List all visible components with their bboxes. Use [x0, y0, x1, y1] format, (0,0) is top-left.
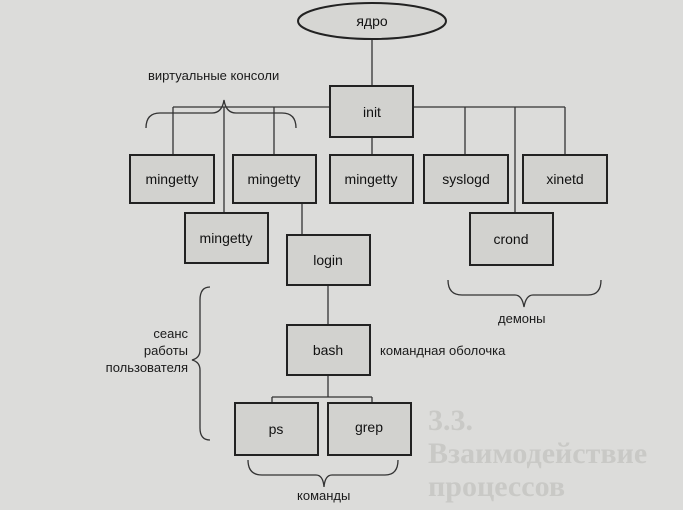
session-brace	[191, 286, 211, 441]
node-label: ps	[269, 421, 284, 437]
login-node: login	[286, 234, 371, 286]
session-label-line: сеанс	[153, 326, 188, 341]
init-label: init	[363, 104, 381, 120]
mingetty-node-3: mingetty	[329, 154, 414, 204]
virtual-consoles-brace	[145, 99, 297, 129]
syslogd-node: syslogd	[423, 154, 509, 204]
crond-node: crond	[469, 212, 554, 266]
xinetd-node: xinetd	[522, 154, 608, 204]
kernel-label: ядро	[356, 13, 388, 29]
commands-brace	[247, 459, 399, 488]
node-label: syslogd	[442, 171, 489, 187]
init-node: init	[329, 85, 414, 138]
mingetty-node-2: mingetty	[232, 154, 317, 204]
shell-label: командная оболочка	[380, 343, 506, 358]
session-label-line: работы	[144, 343, 188, 358]
grep-node: grep	[327, 402, 412, 456]
kernel-node: ядро	[297, 2, 447, 40]
session-label: сеанс работы пользователя	[106, 326, 189, 375]
bash-node: bash	[286, 324, 371, 376]
session-label-line: пользователя	[106, 360, 188, 375]
daemons-label: демоны	[498, 311, 546, 326]
node-label: xinetd	[546, 171, 583, 187]
mingetty-node-1: mingetty	[129, 154, 215, 204]
node-label: grep	[355, 419, 383, 435]
node-label: crond	[493, 231, 528, 247]
node-label: login	[313, 252, 343, 268]
bleed-through-heading: 3.3. Взаимодействие процессов	[428, 404, 648, 503]
node-label: bash	[313, 342, 343, 358]
node-label: mingetty	[200, 230, 253, 246]
daemons-brace	[447, 279, 602, 308]
node-label: mingetty	[146, 171, 199, 187]
mingetty-node-4: mingetty	[184, 212, 269, 264]
commands-label: команды	[297, 488, 350, 503]
connectors	[172, 40, 566, 403]
node-label: mingetty	[248, 171, 301, 187]
virtual-consoles-label: виртуальные консоли	[148, 68, 279, 83]
node-label: mingetty	[345, 171, 398, 187]
ps-node: ps	[234, 402, 319, 456]
